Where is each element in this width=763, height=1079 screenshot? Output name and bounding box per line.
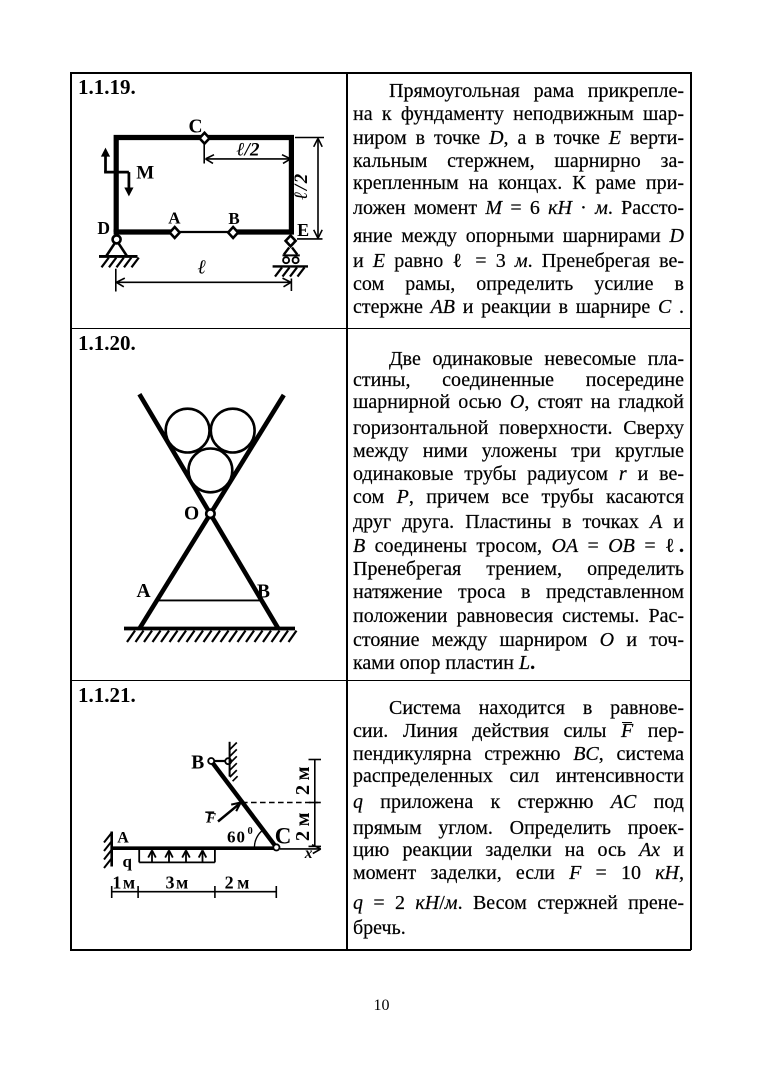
svg-text:A: A: [117, 829, 129, 846]
svg-text:C: C: [275, 823, 292, 848]
svg-text:ℓ/2: ℓ/2: [291, 172, 312, 199]
svg-text:B: B: [191, 752, 204, 773]
svg-text:D: D: [97, 218, 110, 238]
svg-text:2м: 2м: [292, 808, 314, 841]
svg-text:E: E: [297, 220, 309, 240]
svg-text:0: 0: [248, 826, 253, 837]
svg-text:ℓ: ℓ: [198, 257, 207, 279]
svg-text:M: M: [136, 163, 154, 184]
svg-text:q: q: [123, 852, 133, 871]
svg-text:A: A: [168, 209, 181, 228]
svg-text:A: A: [137, 581, 151, 602]
svg-text:x: x: [304, 845, 313, 862]
svg-text:ℓ/2: ℓ/2: [237, 140, 260, 161]
svg-text:F: F: [205, 811, 216, 827]
svg-text:C: C: [189, 117, 203, 138]
svg-text:3м: 3м: [165, 872, 189, 892]
svg-text:1м: 1м: [112, 872, 136, 892]
svg-text:B: B: [228, 209, 239, 228]
svg-text:O: O: [184, 504, 199, 525]
svg-text:2м: 2м: [225, 872, 253, 892]
svg-text:B: B: [257, 582, 270, 603]
svg-text:60: 60: [227, 827, 246, 846]
svg-text:2м: 2м: [292, 762, 314, 795]
